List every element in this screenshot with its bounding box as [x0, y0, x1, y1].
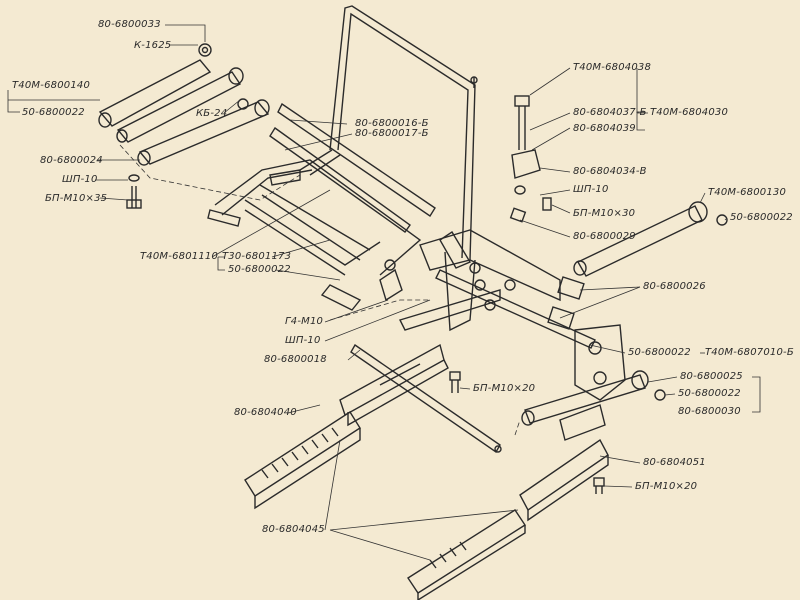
right-lower-bracket	[559, 324, 626, 441]
part-label-80-6804034-v: 80-6804034-В	[573, 166, 647, 177]
part-label-80-6800018: 80-6800018	[264, 354, 327, 365]
part-label-80-6804051: 80-6804051	[643, 457, 706, 468]
part-label-50-6800022-c: 50-6800022	[228, 264, 291, 275]
part-label-50-6800022-b: 50-6800022	[730, 212, 793, 223]
part-label-80-6804045: 80-6804045	[262, 524, 325, 535]
shaft-upper	[277, 102, 436, 217]
part-label-g4-m10: Г4-М10	[285, 316, 324, 327]
bolt-left	[126, 174, 142, 209]
part-label-t40m-6804038: Т40М-6804038	[573, 62, 652, 73]
lower-rail-right	[407, 509, 526, 600]
upper-slide-rail-right	[519, 438, 609, 522]
leader-lines	[7, 24, 761, 561]
seat-side-bracket	[379, 229, 561, 332]
part-label-80-6800030: 80-6800030	[678, 406, 741, 417]
part-label-80-6804040: 80-6804040	[234, 407, 297, 418]
upper-left-link	[98, 43, 212, 128]
part-label-bp-m10x35: БП-М10×35	[45, 193, 108, 204]
seat-base-frame	[207, 159, 422, 311]
part-label-t30-6801173: Т30-6801173	[222, 251, 292, 262]
right-lower-link	[521, 370, 666, 426]
part-label-80-6800016-b: 80-6800016-Б	[355, 118, 429, 129]
part-label-shp-10-c: ШП-10	[285, 335, 321, 346]
shaft-middle	[269, 126, 411, 233]
part-label-bp-m10x30: БП-М10×30	[573, 208, 636, 219]
adjuster-shaft	[350, 343, 502, 454]
rear-cross-shaft	[435, 269, 596, 349]
part-label-80-6800026: 80-6800026	[643, 281, 706, 292]
part-label-kb-24: КБ-24	[196, 108, 228, 119]
right-upper-link	[573, 201, 728, 277]
part-label-80-6800017-b: 80-6800017-Б	[355, 128, 429, 139]
part-label-t40m-6800140: Т40М-6800140	[12, 80, 91, 91]
lower-left-link	[116, 67, 244, 143]
part-label-80-6804037-b: 80-6804037-Б	[573, 107, 647, 118]
part-label-80-6800029: 80-6800029	[573, 231, 636, 242]
lower-rail-left	[244, 411, 361, 510]
part-label-t40m-6804030: Т40М-6804030	[650, 107, 729, 118]
part-label-50-6800022-e: 50-6800022	[678, 388, 741, 399]
part-label-80-6800025: 80-6800025	[680, 371, 743, 382]
part-label-t40m-6807010-b: Т40М-6807010-Б	[705, 347, 794, 358]
part-label-t40m-6800130: Т40М-6800130	[708, 187, 787, 198]
part-label-bp-m10x20-a: БП-М10×20	[473, 383, 536, 394]
part-label-bp-m10x20-b: БП-М10×20	[635, 481, 698, 492]
part-label-80-6800024: 80-6800024	[40, 155, 103, 166]
bolt-top-right	[514, 95, 530, 150]
part-label-t40m-6801110: Т40М-6801110	[140, 251, 219, 262]
bolt-center	[449, 371, 461, 393]
part-label-80-6804039: 80-6804039	[573, 123, 636, 134]
seat-back-frame	[299, 5, 478, 269]
bolt-bottom-right	[593, 477, 605, 494]
part-label-50-6800022-d: 50-6800022	[628, 347, 691, 358]
part-label-50-6800022-a: 50-6800022	[22, 107, 85, 118]
part-label-80-6800033: 80-6800033	[98, 19, 161, 30]
part-label-shp-10-a: ШП-10	[62, 174, 98, 185]
part-label-k-1625: К-1625	[134, 40, 172, 51]
upper-slide-rail-left	[339, 343, 449, 427]
part-label-shp-10-b: ШП-10	[573, 184, 609, 195]
clamp-block	[509, 149, 552, 223]
third-left-link	[137, 98, 270, 166]
